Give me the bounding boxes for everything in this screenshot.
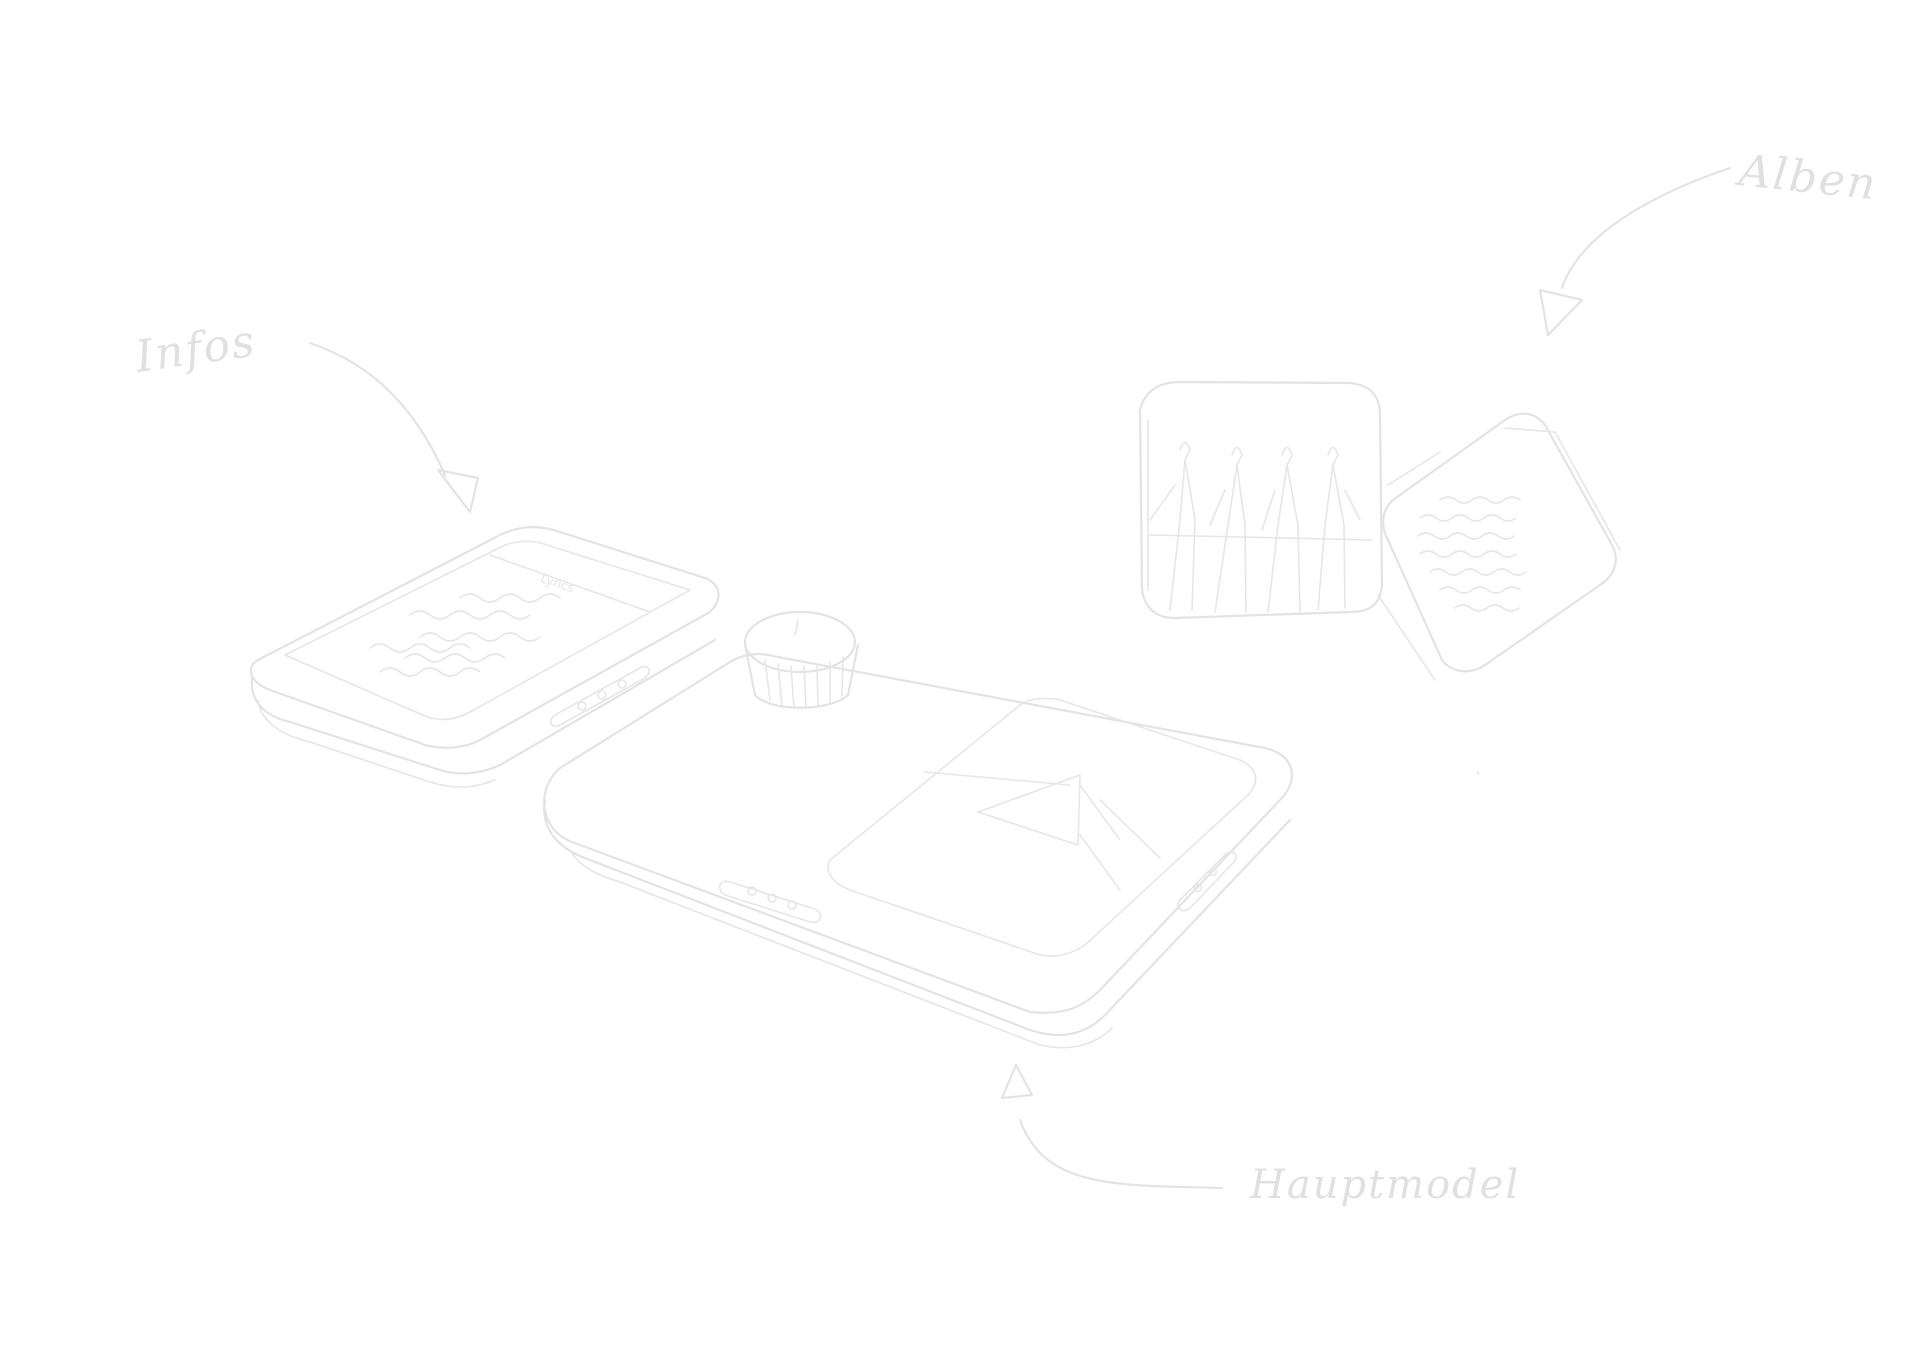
info-device-base: [250, 638, 717, 775]
info-device: Lyrics: [249, 526, 720, 788]
label-hauptmodel: Hauptmodel: [1249, 1162, 1520, 1208]
visual-plane-a: [924, 771, 1071, 786]
arrow-infos-head: [436, 468, 480, 514]
arrow-infos-line: [308, 341, 447, 477]
lyrics-line-3: [419, 632, 541, 642]
knob-top: [743, 610, 857, 674]
label-infos: Infos: [131, 316, 259, 383]
album-card-people: [1138, 380, 1384, 620]
info-button-2: [597, 690, 607, 700]
arrow-alben-head: [1538, 288, 1584, 337]
arrow-hauptmodel-head: [1000, 1063, 1034, 1100]
lyrics-line-1: [459, 593, 561, 603]
main-device-base: [543, 798, 1292, 1037]
annotation-infos: Infos: [131, 316, 480, 514]
annotation-hauptmodel: Hauptmodel: [1000, 1063, 1520, 1208]
booklet-text-lines: [1417, 496, 1527, 612]
lyrics-line-6: [379, 667, 481, 677]
info-screen-heading: Lyrics: [539, 572, 575, 596]
speck: [1476, 771, 1480, 775]
info-button-3: [617, 679, 627, 689]
knob-body: [743, 643, 860, 709]
main-device: [543, 652, 1294, 1049]
main-device-top: [543, 652, 1294, 1014]
main-device-button-strip: [718, 880, 822, 924]
rotary-knob: [743, 610, 860, 709]
info-device-button-strip: [550, 665, 650, 728]
lyrics-line-2: [409, 610, 531, 620]
info-button-1: [577, 701, 587, 711]
arrow-alben-line: [1560, 166, 1732, 290]
lyrics-line-4: [404, 653, 506, 663]
album-card-booklet: [1382, 412, 1617, 673]
info-device-screen: [284, 540, 691, 721]
arrow-hauptmodel-line: [1018, 1118, 1224, 1190]
visual-triangle: [977, 774, 1081, 846]
main-button-3: [787, 900, 797, 910]
main-button-2: [767, 893, 777, 903]
album-art-figures: [1149, 441, 1373, 613]
label-alben: Alben: [1733, 145, 1880, 211]
lyrics-line-5: [369, 643, 471, 653]
album-cards: [1138, 380, 1621, 681]
main-device-side-strip: [1177, 851, 1237, 912]
annotation-alben: Alben: [1538, 145, 1880, 337]
side-button-2: [1208, 867, 1218, 877]
side-button-1: [1193, 883, 1203, 893]
visual-plane-b: [1079, 784, 1161, 891]
main-device-screen: [827, 697, 1257, 957]
info-device-shell: [249, 526, 720, 749]
main-button-1: [747, 886, 757, 896]
